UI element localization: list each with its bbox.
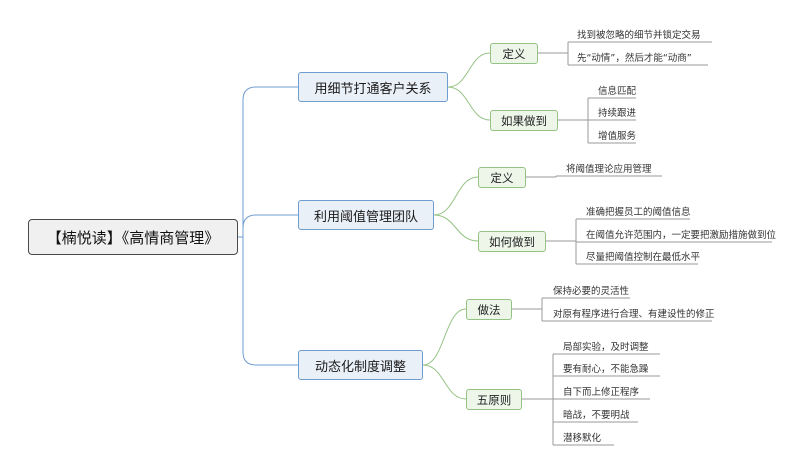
leaf-item[interactable]: 信息匹配	[598, 86, 637, 97]
leaf-item[interactable]: 增值服务	[598, 131, 637, 142]
leaf-item[interactable]: 准确把握员工的阈值信息	[586, 207, 691, 218]
subtopic-how-1[interactable]: 如果做到	[490, 110, 558, 131]
subtopic-five-principles[interactable]: 五原则	[466, 389, 522, 410]
leaf-item[interactable]: 在阈值允许范围内，一定要把激励措施做到位	[586, 230, 777, 241]
connector-branch-sub	[447, 86, 491, 121]
leaf-item[interactable]: 尽量把阈值控制在最低水平	[586, 252, 701, 263]
leaf-item[interactable]: 持续跟进	[598, 108, 637, 119]
leaf-item[interactable]: 将阈值理论应用管理	[566, 164, 652, 175]
leaf-item[interactable]: 潜移默化	[563, 433, 602, 444]
subtopic-method[interactable]: 做法	[466, 299, 512, 320]
leaf-item[interactable]: 局部实验，及时调整	[563, 342, 649, 353]
subtopic-how-2[interactable]: 如何做到	[478, 231, 546, 252]
root-topic[interactable]: 【楠悦读】《高情商管理》	[28, 219, 238, 255]
branch-threshold-team[interactable]: 利用阈值管理团队	[298, 200, 434, 230]
leaf-item[interactable]: 对原有程序进行合理、有建设性的修正	[553, 309, 715, 320]
connector-root-branch	[242, 214, 298, 237]
connector-branch-sub	[422, 364, 467, 400]
leaf-item[interactable]: 找到被忽略的细节并锁定交易	[577, 30, 701, 41]
leaf-item[interactable]: 保持必要的灵活性	[553, 286, 630, 297]
connector-branch-sub	[433, 214, 479, 242]
subtopic-definition-2[interactable]: 定义	[478, 167, 526, 188]
subtopic-definition-1[interactable]: 定义	[490, 43, 538, 64]
branch-customer-relations[interactable]: 用细节打通客户关系	[298, 72, 448, 102]
leaf-item[interactable]: 要有耐心，不能急躁	[563, 364, 649, 375]
leaf-item[interactable]: 先“动情”，然后才能“动商”	[577, 53, 692, 64]
connector-branch-sub	[447, 52, 491, 88]
connector-branch-sub	[433, 176, 479, 216]
leaf-item[interactable]: 暗战，不要明战	[563, 410, 630, 421]
connector-root-branch	[242, 237, 298, 366]
connector-root-branch	[242, 86, 298, 237]
branch-dynamic-system[interactable]: 动态化制度调整	[298, 350, 423, 380]
leaf-item[interactable]: 自下而上修正程序	[563, 387, 640, 398]
connector-branch-sub	[422, 308, 467, 366]
